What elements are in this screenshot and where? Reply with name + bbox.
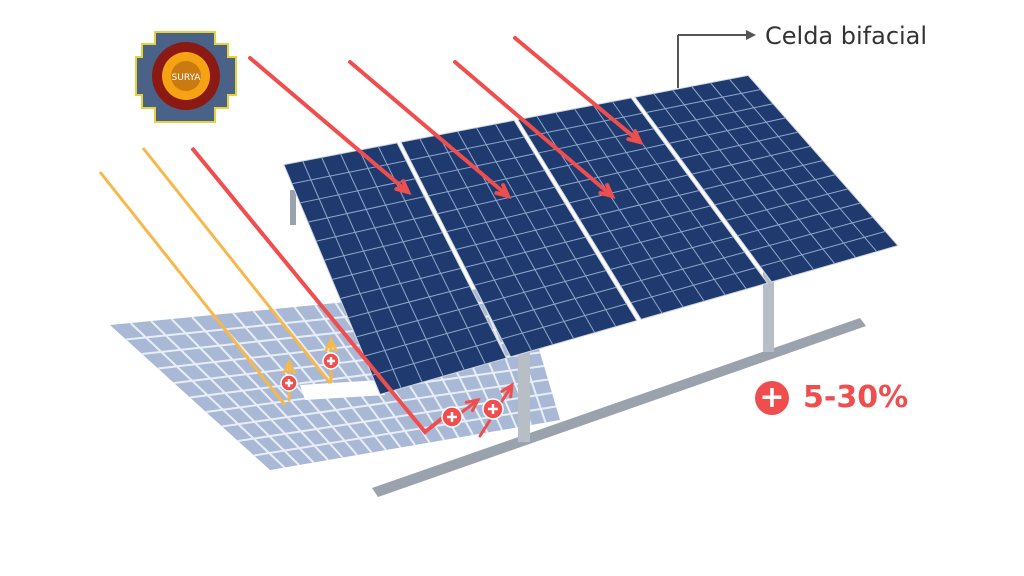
grid-line — [569, 174, 689, 204]
arrowhead-icon — [500, 382, 514, 399]
arrow-right-icon — [746, 30, 756, 40]
grid-line — [371, 339, 498, 376]
grid-line — [748, 216, 874, 252]
sun-ray — [453, 60, 614, 198]
grid-line — [419, 153, 535, 179]
grid-line — [599, 220, 723, 254]
grid-line — [464, 236, 586, 268]
surya-logo: SURYA — [135, 31, 237, 123]
grid-line — [579, 189, 700, 221]
grid-line — [548, 143, 666, 171]
arrowhead-icon — [494, 183, 512, 199]
grid-line — [703, 159, 824, 191]
grid-line — [409, 136, 525, 161]
grid-line — [355, 303, 480, 338]
arrowhead-icon — [324, 336, 338, 353]
gain-value: 5-30% — [803, 380, 909, 415]
grid-line — [620, 251, 745, 287]
albedo-ray — [98, 171, 287, 406]
grid-line — [657, 103, 774, 129]
sun-core — [171, 61, 201, 91]
arrowhead-icon — [464, 397, 481, 413]
grid-line — [610, 236, 734, 270]
grid-line — [725, 188, 849, 221]
grid-line — [589, 205, 711, 237]
arrowhead-icon — [282, 358, 296, 375]
grid-line — [668, 117, 786, 144]
grid-line — [630, 267, 757, 304]
support-leg — [763, 270, 774, 352]
plus-icon — [447, 412, 457, 422]
grid-line — [323, 232, 443, 261]
gain-indicator: + 5-30% — [755, 380, 908, 415]
grid-line — [437, 186, 556, 215]
grid-line — [428, 169, 545, 197]
panel-cells — [646, 78, 886, 277]
grid-line — [680, 131, 799, 160]
panel-cells — [409, 123, 627, 352]
grid-line — [253, 405, 557, 457]
arrowhead-icon — [598, 183, 616, 199]
grid-line — [714, 174, 836, 206]
grid-line — [691, 145, 811, 175]
grid-line — [446, 203, 566, 233]
logo-text: SURYA — [172, 73, 202, 83]
grid-line — [363, 321, 489, 357]
grid-line — [473, 253, 597, 286]
grid-line — [315, 214, 434, 242]
plus-icon — [327, 357, 335, 365]
arrowhead-icon — [394, 179, 412, 195]
ground-rail — [372, 318, 866, 497]
sun-ray — [348, 60, 510, 198]
shadow-gap — [300, 380, 385, 400]
arrowhead-icon — [626, 129, 644, 145]
grid-line — [501, 303, 627, 340]
grid-line — [492, 286, 617, 322]
grid-line — [455, 219, 576, 251]
grid-line — [291, 160, 407, 185]
grid-line — [558, 159, 677, 187]
plus-circle-icon: + — [755, 380, 789, 415]
grid-line — [646, 89, 761, 114]
plus-icon — [488, 404, 498, 414]
grid-line — [483, 270, 607, 304]
grid-line — [331, 249, 452, 281]
grid-line — [760, 230, 886, 267]
plus-icon — [285, 379, 293, 387]
grid-line — [347, 285, 471, 319]
grid-line — [307, 196, 425, 223]
callout-label: Celda bifacial — [765, 22, 928, 50]
support-leg — [518, 350, 530, 442]
grid-line — [528, 112, 643, 137]
albedo-ray — [141, 147, 332, 384]
sun-ray — [513, 36, 642, 144]
grid-line — [737, 202, 861, 237]
support-post — [290, 190, 296, 225]
sun-ray — [248, 56, 410, 194]
grid-line — [221, 378, 549, 428]
grid-line — [339, 267, 461, 300]
